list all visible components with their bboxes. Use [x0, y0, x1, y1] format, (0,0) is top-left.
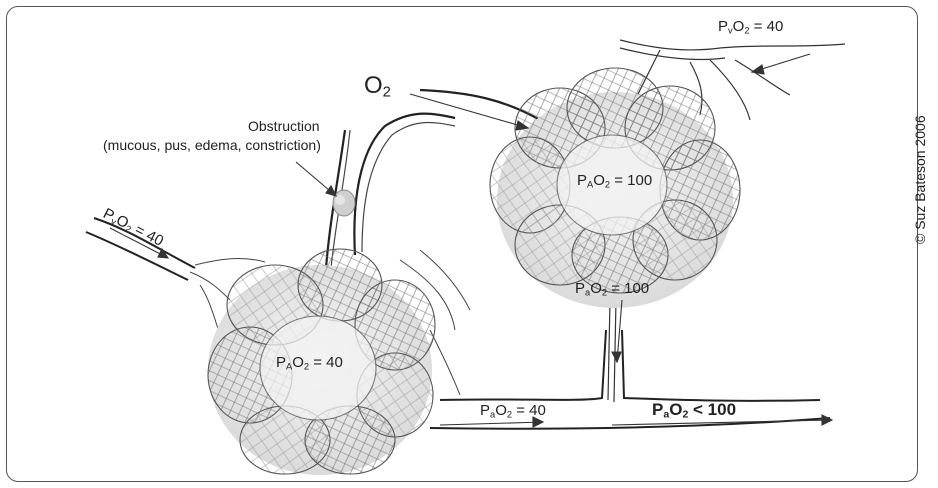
mixed-arterial-po2-label: PaO2 < 100: [652, 400, 736, 421]
arterial-po2-bottom-label: PaO2 = 40: [480, 402, 546, 419]
alveolar-po2-bottom-label: PAO2 = 40: [276, 354, 343, 371]
obstruction-detail: (mucous, pus, edema, constriction): [103, 137, 321, 153]
obstruction-title: Obstruction: [248, 118, 320, 134]
copyright-notice: © Suz Bateson 2006: [912, 115, 928, 244]
alveolar-po2-top-label: PAO2 = 100: [577, 172, 652, 189]
arterial-po2-top-label: PaO2 = 100: [575, 280, 649, 297]
pvo2-top-label: PvO2 = 40: [718, 18, 783, 35]
oxygen-label: O2: [364, 72, 391, 101]
